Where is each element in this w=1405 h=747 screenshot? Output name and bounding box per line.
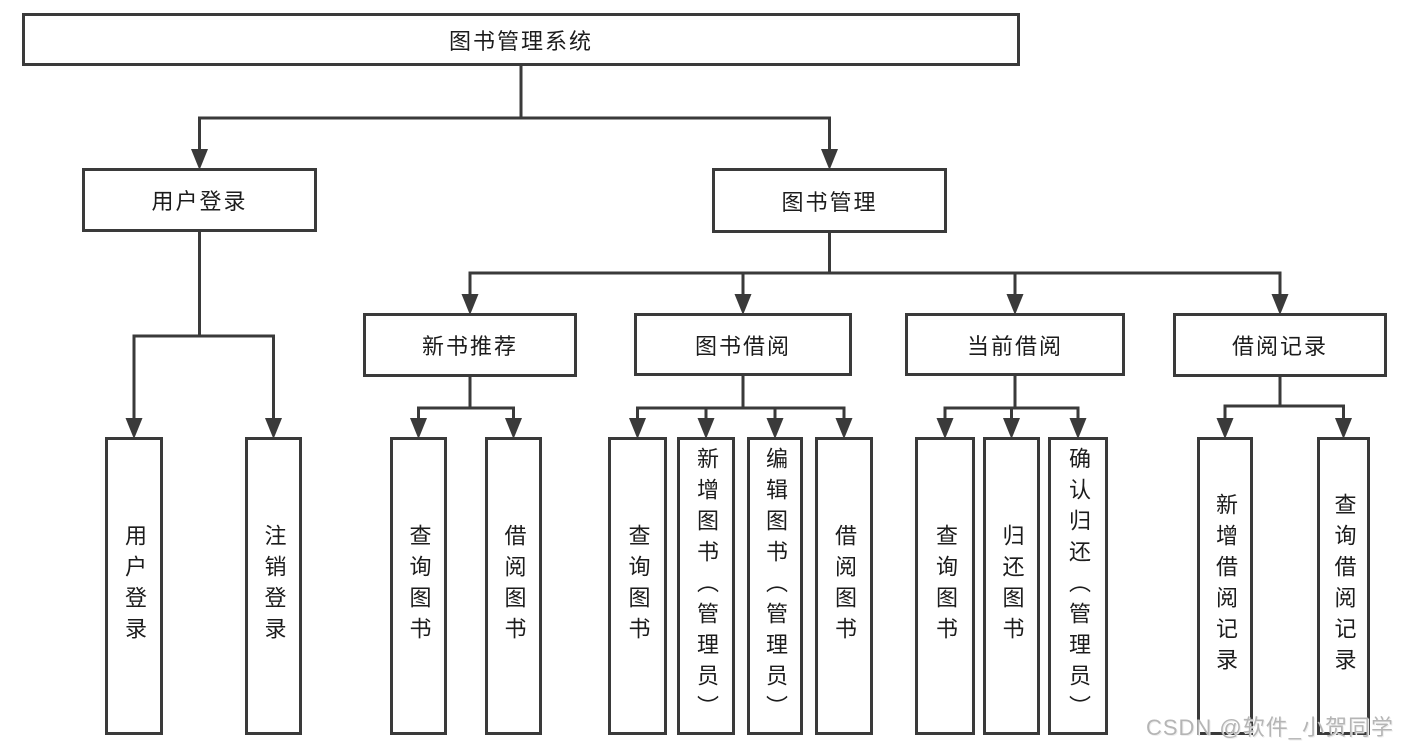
leaf-recommend-query-books: 查询图书 [390, 437, 447, 735]
leaf-user-login: 用户登录 [105, 437, 163, 735]
leaf-records-query-record: 查询借阅记录 [1317, 437, 1370, 735]
leaf-records-add-record: 新增借阅记录 [1197, 437, 1253, 735]
node-book-management: 图书管理 [712, 168, 947, 233]
leaf-logout: 注销登录 [245, 437, 302, 735]
leaf-current-return-books: 归还图书 [983, 437, 1040, 735]
leaf-borrowing-edit-books-admin: 编辑图书（管理员） [747, 437, 803, 735]
leaf-current-confirm-return-admin: 确认归还（管理员） [1048, 437, 1108, 735]
leaf-borrowing-query-books: 查询图书 [608, 437, 667, 735]
leaf-current-query-books: 查询图书 [915, 437, 975, 735]
node-borrowing-records: 借阅记录 [1173, 313, 1387, 377]
node-user-login: 用户登录 [82, 168, 317, 232]
node-current-borrowing: 当前借阅 [905, 313, 1125, 376]
csdn-watermark: CSDN @软件_小贺同学 [1145, 715, 1394, 740]
leaf-recommend-borrow-books: 借阅图书 [485, 437, 542, 735]
node-new-book-recommend: 新书推荐 [363, 313, 577, 377]
node-book-borrowing: 图书借阅 [634, 313, 852, 376]
leaf-borrowing-add-books-admin: 新增图书（管理员） [677, 437, 735, 735]
node-library-management-system: 图书管理系统 [22, 13, 1020, 66]
leaf-borrowing-borrow-books: 借阅图书 [815, 437, 873, 735]
